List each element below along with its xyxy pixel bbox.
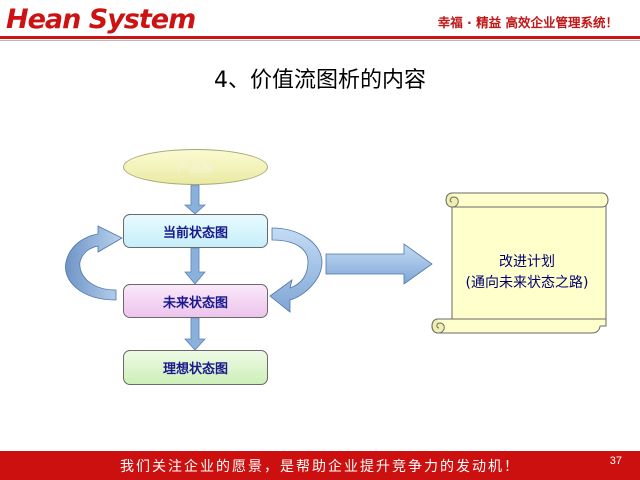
footer-bar [0, 451, 640, 480]
improvement-plan-title: 改进计划 [499, 254, 555, 270]
ideal-state-box: 理想状态图 [123, 350, 268, 385]
right-arrow-to-plan [325, 243, 433, 285]
company-logo: Hean System [6, 4, 196, 35]
down-arrow-future-to-ideal [184, 317, 206, 351]
improvement-plan-subtitle: (通向未来状态之路) [465, 275, 589, 291]
header-tagline: 幸福 · 精益 高效企业管理系统！ [437, 15, 618, 30]
improvement-plan-scroll [431, 192, 609, 334]
header-divider-red [0, 36, 640, 39]
header-divider-gray [0, 40, 640, 41]
left-curved-arrow [65, 225, 123, 301]
product-family-oval: 产品族 [123, 149, 268, 185]
footer-slogan: 我们关注企业的愿景，是帮助企业提升竞争力的发动机！ [120, 459, 520, 475]
slide-title: 4、价值流图析的内容 [214, 68, 426, 93]
down-arrow-family-to-current [183, 184, 207, 215]
right-curved-arrow [269, 227, 323, 313]
page-number: 37 [609, 455, 622, 467]
current-state-box: 当前状态图 [123, 214, 268, 248]
future-state-box: 未来状态图 [123, 284, 268, 318]
down-arrow-current-to-future [184, 247, 206, 285]
improvement-plan-text: 改进计划 (通向未来状态之路) [448, 252, 606, 294]
